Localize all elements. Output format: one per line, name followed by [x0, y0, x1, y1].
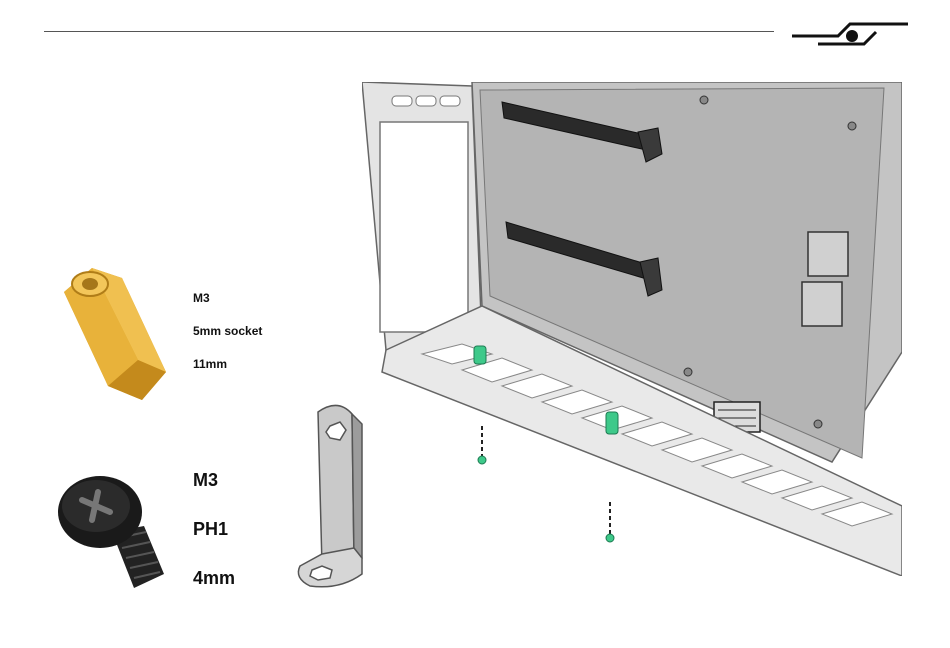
standoff-length-label: 11mm	[193, 357, 227, 371]
black-screw-icon	[52, 470, 170, 594]
standoff-thread-label: M3	[193, 291, 210, 305]
screw-drive-label: PH1	[193, 519, 228, 540]
screw-length-label: 4mm	[193, 568, 235, 589]
case-assembly-icon	[362, 82, 902, 576]
brass-standoff-icon	[50, 262, 190, 410]
screw-thread-label: M3	[193, 470, 218, 491]
header-divider	[44, 31, 774, 32]
standoff-socket-label: 5mm socket	[193, 324, 262, 338]
l-bracket-icon	[292, 398, 368, 594]
brand-logo-icon	[788, 16, 916, 52]
